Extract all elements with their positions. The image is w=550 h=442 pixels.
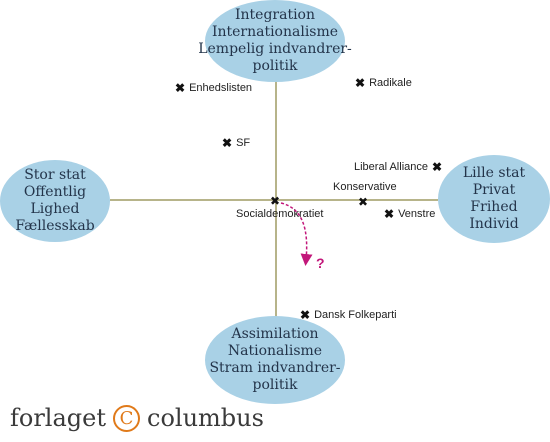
- party-label: Konservative: [333, 181, 397, 193]
- pole-bottom-line: Stram indvandrer-: [209, 360, 341, 376]
- publisher-logo: forlaget C columbus: [10, 404, 264, 432]
- horizontal-axis: [110, 199, 438, 201]
- party-label: Venstre: [398, 208, 436, 220]
- cross-marker-icon: ✖: [432, 160, 443, 174]
- cross-marker-icon: ✖: [384, 207, 395, 221]
- logo-c-icon: C: [113, 404, 140, 432]
- party-venstre: ✖ Venstre: [384, 208, 435, 220]
- party-label: Enhedslisten: [189, 82, 253, 94]
- cross-marker-icon: ✖: [175, 81, 186, 95]
- party-liberal-alliance: Liberal Alliance ✖: [354, 161, 442, 173]
- pole-right-line: Privat: [472, 182, 516, 198]
- pole-left-line: Fællesskab: [15, 218, 95, 234]
- pole-right-line: Lille stat: [462, 165, 526, 181]
- party-label: SF: [236, 137, 251, 149]
- party-label: Radikale: [369, 77, 412, 89]
- pole-right-line: Frihed: [470, 199, 518, 215]
- pole-bottom-line: politik: [252, 377, 298, 393]
- party-label: Liberal Alliance: [354, 161, 428, 173]
- party-label: Socialdemokratiet: [236, 208, 324, 220]
- logo-text-right: columbus: [147, 404, 264, 432]
- party-radikale: ✖ Radikale: [355, 77, 412, 89]
- pole-top-line: Lempelig indvandrer-: [198, 41, 352, 57]
- party-enhedslisten: ✖ Enhedslisten: [175, 82, 252, 94]
- pole-right-line: Individ: [469, 216, 519, 232]
- party-sf: ✖ SF: [222, 137, 250, 149]
- pole-left-line: Lighed: [30, 201, 80, 217]
- pole-top-line: Integration: [234, 7, 315, 23]
- pole-bottom-line: Nationalisme: [227, 343, 323, 359]
- pole-top-line: Internationalisme: [211, 24, 339, 40]
- cross-marker-icon: ✖: [222, 136, 233, 150]
- party-socialdemokratiet: Socialdemokratiet: [236, 208, 323, 220]
- arrow-path: [280, 202, 313, 266]
- question-mark: ?: [316, 255, 325, 271]
- cross-marker-icon: ✖: [270, 194, 281, 208]
- cross-marker-icon: ✖: [300, 308, 311, 322]
- pole-right-ellipse: Lille stat Privat Frihed Individ: [438, 155, 550, 243]
- pole-left-line: Stor stat: [24, 167, 86, 183]
- party-dansk-folkeparti: ✖ Dansk Folkeparti: [300, 309, 397, 321]
- party-konservative: Konservative: [333, 181, 397, 193]
- party-label: Dansk Folkeparti: [314, 309, 397, 321]
- pole-bottom-ellipse: Assimilation Nationalisme Stram indvandr…: [205, 316, 345, 404]
- pole-left-line: Offentlig: [23, 184, 87, 200]
- pole-top-ellipse: Integration Internationalisme Lempelig i…: [198, 0, 352, 82]
- cross-marker-icon: ✖: [358, 195, 369, 209]
- cross-marker-icon: ✖: [355, 76, 366, 90]
- pole-left-ellipse: Stor stat Offentlig Lighed Fællesskab: [0, 160, 110, 242]
- pole-top-line: politik: [252, 58, 298, 74]
- logo-text-left: forlaget: [10, 404, 106, 432]
- vertical-axis: [275, 80, 277, 342]
- pole-bottom-line: Assimilation: [231, 326, 319, 342]
